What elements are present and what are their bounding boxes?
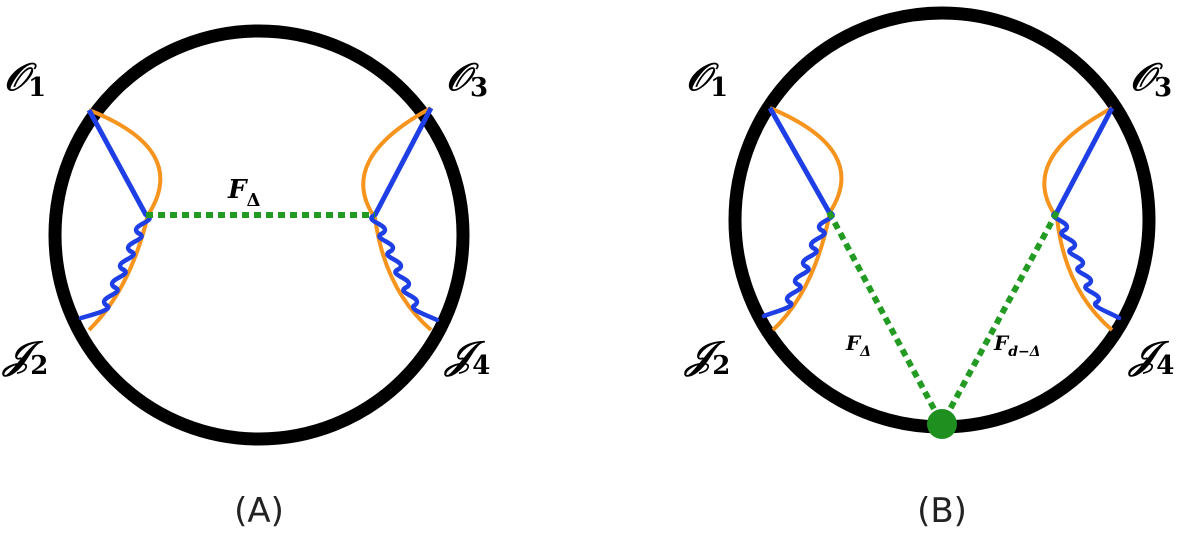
panel-a-label-o3: 𝒪3 [446,54,488,103]
panel-a-boundary-circle [48,24,470,446]
panel-a-left-wavy-line [78,212,152,321]
panel-b-label-j2: 𝒥2 [683,332,730,381]
panel-b-right-wavy-line [1051,209,1122,321]
panel-a-label-o1: 𝒪1 [4,54,46,103]
panel-b-left-exchange-label: FΔ [845,331,871,360]
panel-a-left-solid-line [86,108,149,217]
panel-a-label-j4: 𝒥4 [443,332,490,381]
panel-a-exchange-sub: Δ [246,190,260,211]
panel-b-label-o3: 𝒪3 [1130,54,1172,103]
panel-b-vertex-dot [927,409,957,439]
panel-b-label-o1: 𝒪1 [686,54,728,103]
panel-b-right-exchange-line [939,210,1060,426]
panel-b-left-exchange-line [826,210,945,426]
panel-b-caption: (B) [917,491,967,531]
panel-a-exchange-label: FΔ [227,175,260,211]
panel-a: FΔ 𝒪1 𝒪3 𝒥2 𝒥4 (A) [1,24,490,531]
panel-b-right-solid-line [1054,106,1115,214]
panel-a-caption: (A) [234,491,284,531]
panel-a-label-j2: 𝒥2 [1,332,48,381]
panel-b-left-wavy-line [761,209,835,319]
panel-b: FΔ Fd−Δ 𝒪1 𝒪3 𝒥2 𝒥4 (B) [683,6,1174,531]
panel-b-boundary-circle [728,6,1156,434]
panel-b-right-exchange-label: Fd−Δ [993,331,1041,360]
panel-a-right-solid-line [372,106,434,217]
panel-b-label-j4: 𝒥4 [1127,332,1174,381]
panel-a-exchange-symbol: F [227,175,248,205]
panel-b-left-solid-line [767,106,832,214]
panel-a-right-wavy-line [369,212,440,323]
